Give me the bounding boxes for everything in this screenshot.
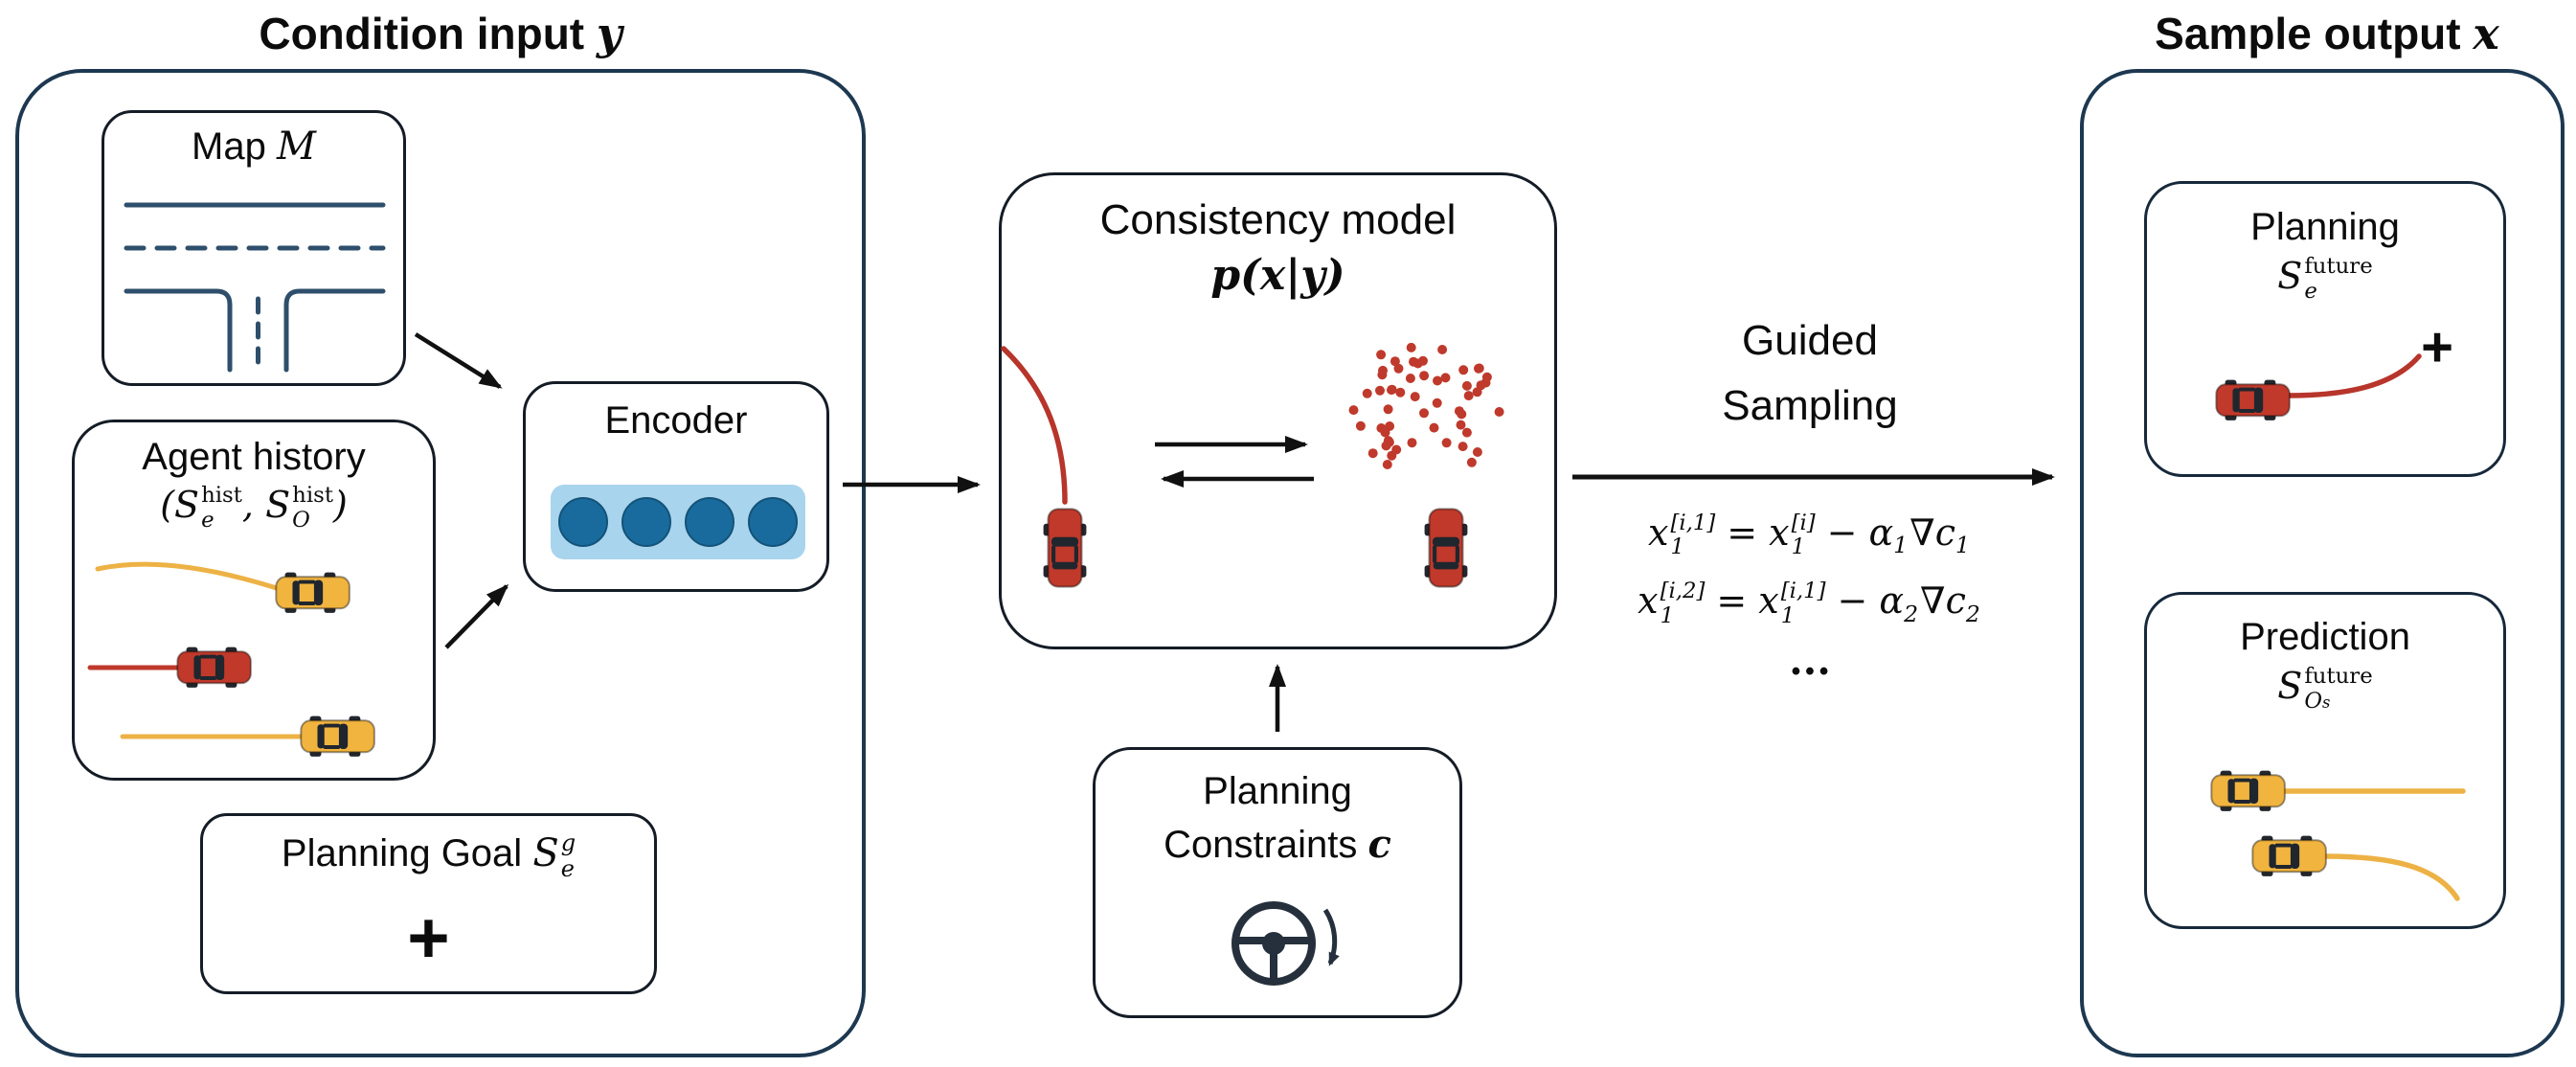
- paren-open: (: [160, 484, 175, 526]
- consistency-model-label: Consistency model: [1099, 196, 1457, 243]
- map-label-math: M: [276, 125, 316, 169]
- eq2-step-size: α: [1879, 579, 1905, 623]
- eq2-rhs: x: [1758, 579, 1779, 623]
- eq2-equals: =: [1716, 579, 1748, 623]
- ego-state-symbol: S: [174, 484, 200, 526]
- embedding-token-icon: [558, 497, 608, 547]
- eq1-minus: −: [1826, 511, 1858, 554]
- condition-input-title: Condition input y: [57, 8, 824, 59]
- embedding-token-icon: [748, 497, 798, 547]
- map-label-text: Map: [192, 125, 266, 168]
- guided-sampling-equation-2: x[i,2]1=x[i,1]1−α2∇c2: [1638, 578, 1980, 628]
- eq1-rhs: x: [1769, 511, 1790, 554]
- equations-ellipsis: ...: [1789, 636, 1831, 684]
- map-label: Map M: [102, 123, 406, 170]
- planning-goal-reached-marker: +: [2421, 316, 2453, 378]
- goal-plus-marker: +: [407, 897, 450, 979]
- paren-close: ): [332, 484, 348, 526]
- embedding-token-icon: [621, 497, 671, 547]
- planning-goal-box: [200, 813, 657, 994]
- eq1-step-size: α: [1868, 511, 1894, 554]
- eq2-minus: −: [1837, 579, 1868, 623]
- eq1-gradient: ∇c: [1909, 511, 1955, 554]
- sample-output-title-text: Sample output: [2155, 9, 2461, 58]
- planning-constraints-label: Planning Constraints c: [1164, 770, 1391, 867]
- guided-sampling-label: Guided Sampling: [1722, 317, 1898, 430]
- constraints-symbol: c: [1367, 822, 1391, 867]
- guided-sampling-equation-1: x[i,1]1=x[i]1−α1∇c1: [1648, 510, 1970, 560]
- output-planning-label: Planning: [2250, 206, 2400, 248]
- consistency-model-math: p(x|y): [1210, 251, 1345, 300]
- eq1-equals: =: [1727, 511, 1758, 554]
- encoder-embedding: [551, 485, 805, 559]
- condition-input-title-math: y: [596, 8, 622, 59]
- separator: ,: [241, 484, 254, 526]
- eq2-lhs: x: [1638, 579, 1659, 623]
- sample-output-title: Sample output x: [2088, 8, 2566, 59]
- embedding-token-icon: [685, 497, 734, 547]
- eq1-lhs: x: [1648, 511, 1669, 554]
- condition-input-title-text: Condition input: [259, 9, 585, 58]
- encoder-label: Encoder: [604, 399, 748, 442]
- other-agents-symbol: S: [265, 484, 291, 526]
- eq2-gradient: ∇c: [1920, 579, 1966, 623]
- goal-symbol: S: [532, 831, 559, 875]
- agent-history-label: Agent history: [142, 436, 366, 478]
- sample-output-title-math: x: [2473, 8, 2499, 59]
- output-planning-box: [2144, 181, 2506, 477]
- guided-sampling-equations: x[i,1]1=x[i]1−α1∇c1 x[i,2]1=x[i,1]1−α2∇c…: [1570, 510, 2049, 684]
- output-prediction-label: Prediction: [2240, 616, 2410, 658]
